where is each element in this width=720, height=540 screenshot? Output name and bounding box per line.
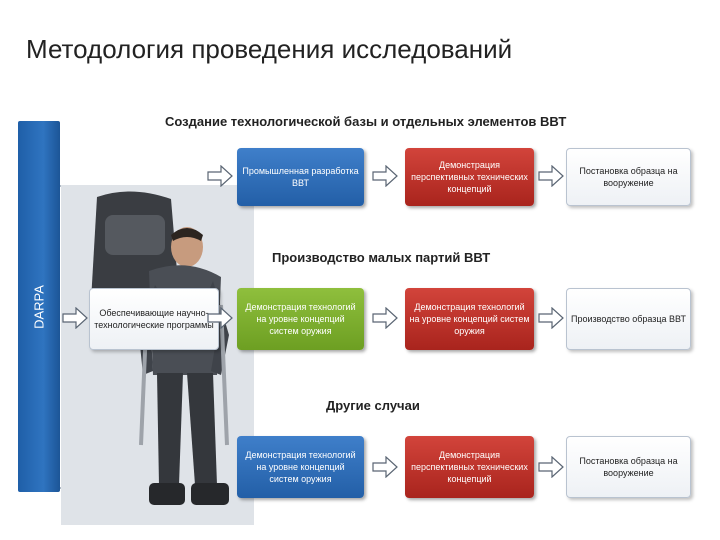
box-adoption-1-label: Постановка образца на вооружение [579,166,678,188]
box-adoption-3-label: Постановка образца на вооружение [579,456,678,478]
box-advanced-concepts-demo-3-label: Демонстрация перспективных технических к… [411,450,528,484]
box-weapon-systems-demo-2a: Демонстрация технологий на уровне концеп… [237,288,364,350]
box-weapon-systems-demo-2b-label: Демонстрация технологий на уровне концеп… [409,302,530,336]
box-adoption-1: Постановка образца на вооружение [566,148,691,206]
section-title-other-cases: Другие случаи [326,398,420,413]
page-title: Методология проведения исследований [26,34,513,64]
box-adoption-3: Постановка образца на вооружение [566,436,691,498]
darpa-bar: DARPA [18,121,60,492]
box-industrial-development: Промышленная разработка ВВТ [237,148,364,206]
box-supporting-programs-label: Обеспечивающие научно-технологические пр… [94,308,214,330]
arrow-right-icon [62,307,88,329]
box-advanced-concepts-demo-1-label: Демонстрация перспективных технических к… [411,160,528,194]
box-production-sample-label: Производство образца ВВТ [571,314,686,324]
section-title-small-batch: Производство малых партий ВВТ [272,250,491,265]
arrow-right-icon [372,307,398,329]
box-weapon-systems-demo-2a-label: Демонстрация технологий на уровне концеп… [245,302,356,336]
box-weapon-systems-demo-2b: Демонстрация технологий на уровне концеп… [405,288,534,350]
arrow-right-icon [538,307,564,329]
box-advanced-concepts-demo-1: Демонстрация перспективных технических к… [405,148,534,206]
arrow-right-icon [207,307,233,329]
arrow-right-icon [538,456,564,478]
box-supporting-programs: Обеспечивающие научно-технологические пр… [89,288,219,350]
soldier-exoskeleton-image [61,185,254,525]
box-weapon-systems-demo-3-label: Демонстрация технологий на уровне концеп… [245,450,356,484]
section-title-technology-base: Создание технологической базы и отдельны… [165,114,567,129]
arrow-right-icon [372,165,398,187]
arrow-right-icon [207,165,233,187]
box-industrial-development-label: Промышленная разработка ВВТ [242,166,359,188]
box-production-sample: Производство образца ВВТ [566,288,691,350]
arrow-right-icon [538,165,564,187]
arrow-right-icon [372,456,398,478]
box-advanced-concepts-demo-3: Демонстрация перспективных технических к… [405,436,534,498]
box-weapon-systems-demo-3: Демонстрация технологий на уровне концеп… [237,436,364,498]
